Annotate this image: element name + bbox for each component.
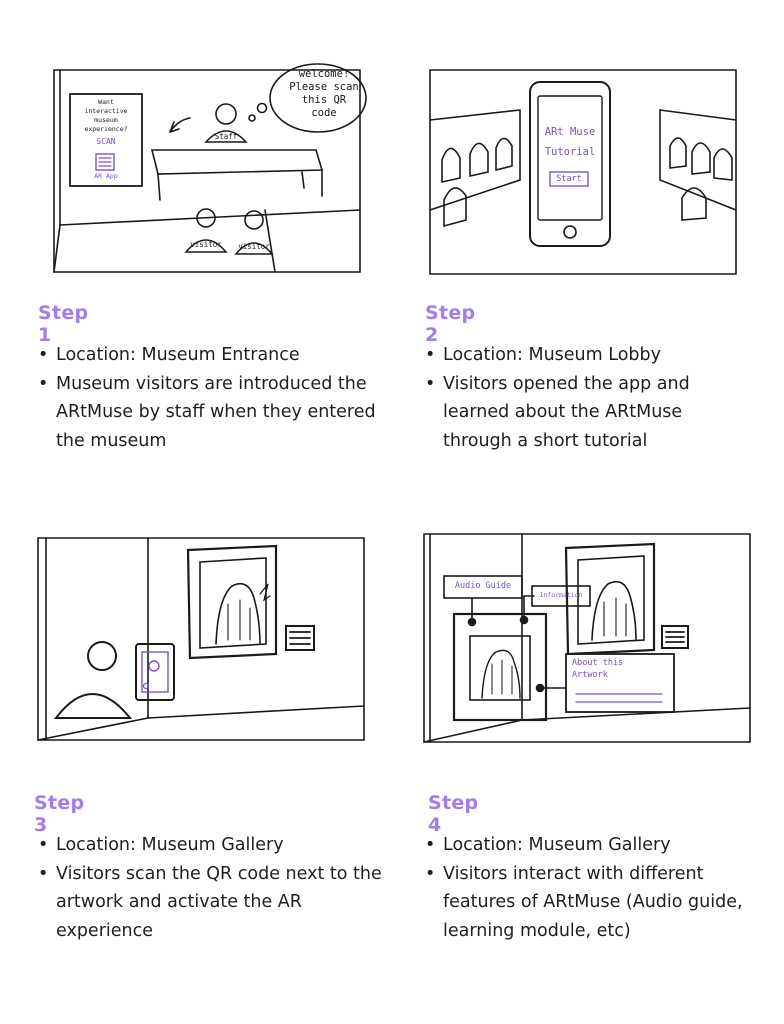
poster-footer: AR App xyxy=(94,172,118,180)
step-1-sketch: welcome! Please scan this QR code Want i… xyxy=(40,60,370,280)
poster-frame xyxy=(69,93,143,187)
speech-bubble-text: welcome! Please scan this QR code xyxy=(284,68,364,120)
about-artwork-label-line-1: About this xyxy=(572,658,624,668)
step-3-sketch xyxy=(28,528,368,750)
step-4-bullet-1: Location: Museum Gallery xyxy=(425,831,755,860)
step-1-bullets: Location: Museum Entrance Museum visitor… xyxy=(38,341,378,455)
step-1-sketch-svg xyxy=(53,63,367,273)
step-3-bullets: Location: Museum Gallery Visitors scan t… xyxy=(38,831,383,945)
step-3-title: Step 3 xyxy=(34,792,85,836)
about-artwork-box xyxy=(565,653,675,713)
poster-line-3: museum xyxy=(94,116,118,124)
staff-label: Staff xyxy=(214,132,238,141)
phone-title-line-1: ARt Muse xyxy=(544,126,596,138)
speech-line-1: welcome! xyxy=(298,68,350,80)
step-1-title: Step 1 xyxy=(38,302,89,346)
step-2-bullets: Location: Museum Lobby Visitors opened t… xyxy=(425,341,755,455)
poster-scan-label: SCAN xyxy=(96,137,116,146)
visitor-label-1: visitor xyxy=(190,240,222,249)
audio-guide-box xyxy=(443,575,523,599)
poster-line-4: experience? xyxy=(84,125,128,133)
step-4-bullets: Location: Museum Gallery Visitors intera… xyxy=(425,831,755,945)
speech-line-3: this QR xyxy=(301,94,347,106)
poster-line-1: Want xyxy=(98,98,114,106)
step-3-bullet-2: Visitors scan the QR code next to the ar… xyxy=(38,860,383,946)
audio-guide-label: Audio Guide xyxy=(454,581,512,591)
about-artwork-label-line-2: Artwork xyxy=(572,670,608,680)
step-1-bullet-1: Location: Museum Entrance xyxy=(38,341,378,370)
speech-line-2: Please scan xyxy=(289,81,359,93)
step-2-bullet-2: Visitors opened the app and learned abou… xyxy=(425,370,755,456)
visitor-label-2: visitor xyxy=(238,242,270,251)
information-label: Information xyxy=(539,591,583,599)
step-3-bullet-1: Location: Museum Gallery xyxy=(38,831,383,860)
phone-start-button: Start xyxy=(556,174,582,184)
step-2-bullet-1: Location: Museum Lobby xyxy=(425,341,755,370)
step-2-sketch-svg xyxy=(429,69,737,275)
poster-line-2: interactive xyxy=(84,107,128,115)
step-2-title: Step 2 xyxy=(425,302,476,346)
step-1-bullet-2: Museum visitors are introduced the ARtMu… xyxy=(38,370,378,456)
step-4-title: Step 4 xyxy=(428,792,479,836)
step-2-sketch: ARt Muse Tutorial Start xyxy=(420,60,750,280)
step-3-sketch-svg xyxy=(37,537,365,741)
speech-line-4: code xyxy=(311,107,337,119)
phone-title-line-2: Tutorial xyxy=(544,146,596,158)
step-4-sketch: Audio Guide Information About this Artwo… xyxy=(416,524,758,750)
poster-text: Want interactive museum experience? SCAN xyxy=(72,98,140,146)
step-4-sketch-svg xyxy=(423,533,751,743)
step-4-bullet-2: Visitors interact with different feature… xyxy=(425,860,755,946)
